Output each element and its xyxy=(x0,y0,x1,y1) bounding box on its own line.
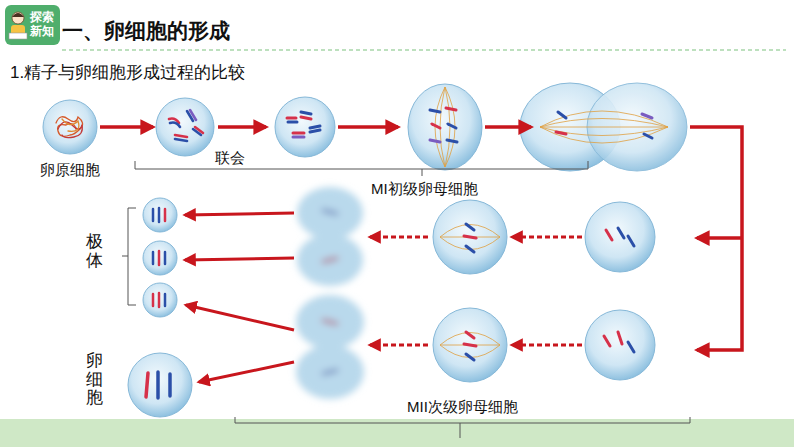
stage-label: 1.精子与卵细胞形成过程的比较 xyxy=(10,61,245,84)
cell-outline xyxy=(155,97,215,157)
bracket-polar xyxy=(122,208,136,305)
arrow-connector xyxy=(100,125,153,129)
cell-node: 联会 xyxy=(155,97,215,157)
page-title: 一、卵细胞的形成 xyxy=(62,17,230,45)
cell-label: 联会 xyxy=(215,149,245,168)
vertical-label: 卵细胞 xyxy=(86,352,103,408)
cell-metaphase-2 xyxy=(433,200,507,382)
cell-label: 卵原细胞 xyxy=(40,161,100,180)
cell-tetrads xyxy=(275,97,335,157)
row2-3-arrows xyxy=(185,213,582,382)
stage-label: MI初级卵母细胞 xyxy=(369,180,480,199)
blurred-dividing-cells xyxy=(296,187,364,399)
row1-arrows xyxy=(218,125,531,129)
cell-node: 卵原细胞 xyxy=(42,99,98,155)
loop-arrow xyxy=(690,127,742,350)
cell-metaphase-1 xyxy=(408,84,482,170)
cell-outline xyxy=(42,99,98,155)
cell-secondary-oocyte xyxy=(585,202,655,380)
stage-label: MII次级卵母细胞 xyxy=(405,398,520,417)
bracket-mi xyxy=(135,161,588,176)
egg-cell xyxy=(128,353,192,417)
student-icon xyxy=(7,9,29,43)
cell-anaphase-1 xyxy=(520,83,687,171)
bracket-mii xyxy=(235,417,690,438)
polar-bodies xyxy=(143,198,177,317)
divider-line xyxy=(62,50,786,51)
vertical-label: 极体 xyxy=(86,233,103,270)
section-badge: 探索 新知 xyxy=(5,5,60,45)
badge-text: 探索 新知 xyxy=(30,10,55,39)
